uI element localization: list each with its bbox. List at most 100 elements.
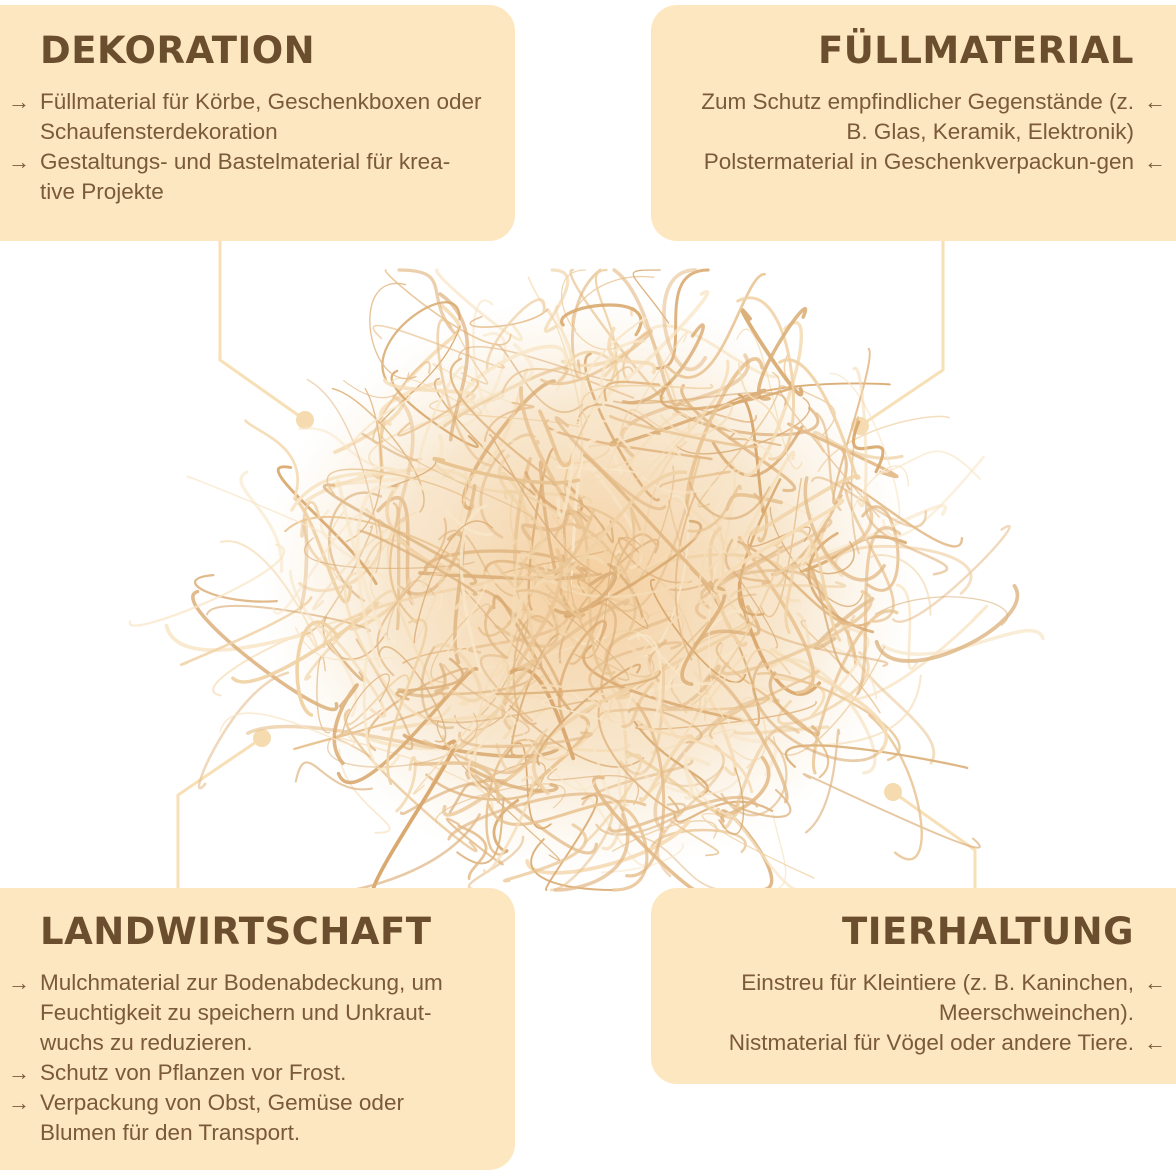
wood-strand: [706, 675, 789, 804]
wood-strand: [834, 544, 973, 595]
wood-strand: [638, 494, 689, 658]
wood-strand: [628, 597, 707, 683]
wood-strand: [357, 529, 478, 596]
list-item: →Gestaltungs- und Bastelmaterial für kre…: [8, 149, 451, 204]
wood-strand: [874, 596, 1009, 626]
wood-strand: [737, 540, 870, 627]
wood-strand: [874, 450, 982, 481]
wood-strand: [512, 615, 554, 725]
wood-strand: [668, 545, 785, 592]
wood-strand: [620, 681, 655, 729]
wood-strand: [665, 272, 766, 379]
wood-strand: [434, 677, 534, 696]
card-dekoration: DEKORATION →Füllmaterial für Körbe, Gesc…: [0, 5, 515, 241]
wood-strand: [656, 744, 725, 878]
list-item: →Schutz von Pflanzen vor Frost.: [8, 1058, 485, 1088]
wood-strand: [647, 681, 774, 704]
wood-strand: [668, 819, 720, 857]
wood-strand: [806, 541, 855, 575]
wood-strand: [637, 725, 754, 794]
wood-strand: [537, 692, 613, 761]
wood-strand: [395, 756, 417, 813]
list-item: →Verpackung von Obst, Gemüse oder Blumen…: [8, 1090, 404, 1145]
arrow-right-icon: →: [8, 970, 30, 995]
wood-strand: [641, 324, 780, 378]
wood-strand: [378, 646, 447, 743]
wood-strand: [800, 513, 831, 570]
wood-strand: [503, 823, 587, 883]
wood-strand: [603, 380, 661, 402]
wood-strand: [690, 544, 780, 707]
wood-strand: [583, 753, 643, 845]
wood-strand: [832, 347, 871, 505]
wood-strand: [343, 571, 451, 720]
wood-strand: [718, 490, 769, 661]
wood-strand: [355, 638, 414, 751]
wood-strand: [724, 538, 771, 586]
wood-strand: [445, 817, 504, 866]
card-landwirtschaft: LANDWIRTSCHAFT →Mulchmaterial zur Bodena…: [0, 888, 515, 1170]
wood-strand: [720, 737, 788, 817]
wood-strand: [397, 662, 447, 698]
wood-strand: [482, 775, 535, 874]
wood-strand: [369, 282, 417, 380]
wood-strand: [689, 700, 764, 769]
wood-strand: [434, 642, 483, 703]
wood-strand: [327, 712, 478, 768]
wood-strand: [538, 409, 575, 468]
wood-strand: [458, 731, 593, 749]
wood-strand: [619, 409, 673, 437]
wood-strand: [475, 588, 564, 698]
wood-strand: [536, 470, 688, 580]
wood-strand: [740, 308, 804, 397]
wood-strand: [774, 565, 794, 635]
wood-strand: [501, 598, 630, 730]
wood-strand: [577, 578, 649, 629]
wood-strand: [639, 513, 730, 571]
wood-strand: [608, 455, 702, 613]
wood-strand: [492, 536, 549, 589]
wood-strand: [467, 368, 529, 481]
wood-strand: [846, 615, 936, 765]
wood-strand: [736, 328, 803, 470]
wood-strand: [680, 384, 797, 493]
wood-strand: [533, 684, 614, 724]
wood-strand: [621, 323, 705, 405]
wood-strand: [288, 569, 358, 718]
wood-strand: [413, 661, 508, 795]
wood-strand: [423, 549, 586, 583]
connector-dot-dekoration: [296, 411, 314, 429]
wood-strand: [382, 378, 476, 406]
wood-strand: [625, 702, 666, 878]
wood-strand: [708, 550, 749, 726]
wood-strand: [541, 696, 651, 748]
wood-strand: [607, 326, 657, 375]
arrow-left-icon: ←: [1144, 970, 1166, 995]
wood-strand: [756, 672, 901, 762]
wood-strand: [306, 378, 378, 535]
wood-strand: [432, 363, 587, 415]
connector-dot-tierhaltung: [884, 783, 902, 801]
wood-strand: [777, 651, 870, 726]
list-item: →Füllmaterial für Körbe, Geschenkboxen o…: [8, 89, 482, 144]
wood-strand: [812, 609, 899, 775]
wood-strand: [711, 418, 772, 459]
wood-strand: [615, 593, 757, 700]
wood-strand: [728, 432, 782, 447]
wood-strand: [495, 728, 549, 772]
wood-strand: [385, 482, 450, 572]
wood-strand: [674, 492, 697, 661]
wood-strand: [593, 412, 691, 545]
wood-strand: [547, 768, 639, 806]
wood-strand: [212, 616, 383, 697]
wood-strand: [290, 471, 465, 512]
wood-strand: [239, 470, 284, 573]
wood-strand: [698, 545, 718, 606]
wood-strand: [322, 483, 477, 586]
arrow-left-icon: ←: [1144, 89, 1166, 114]
wood-strand: [606, 331, 688, 474]
arrow-right-icon: →: [8, 1090, 30, 1115]
wood-strand: [341, 673, 390, 735]
wood-strand: [839, 604, 989, 701]
